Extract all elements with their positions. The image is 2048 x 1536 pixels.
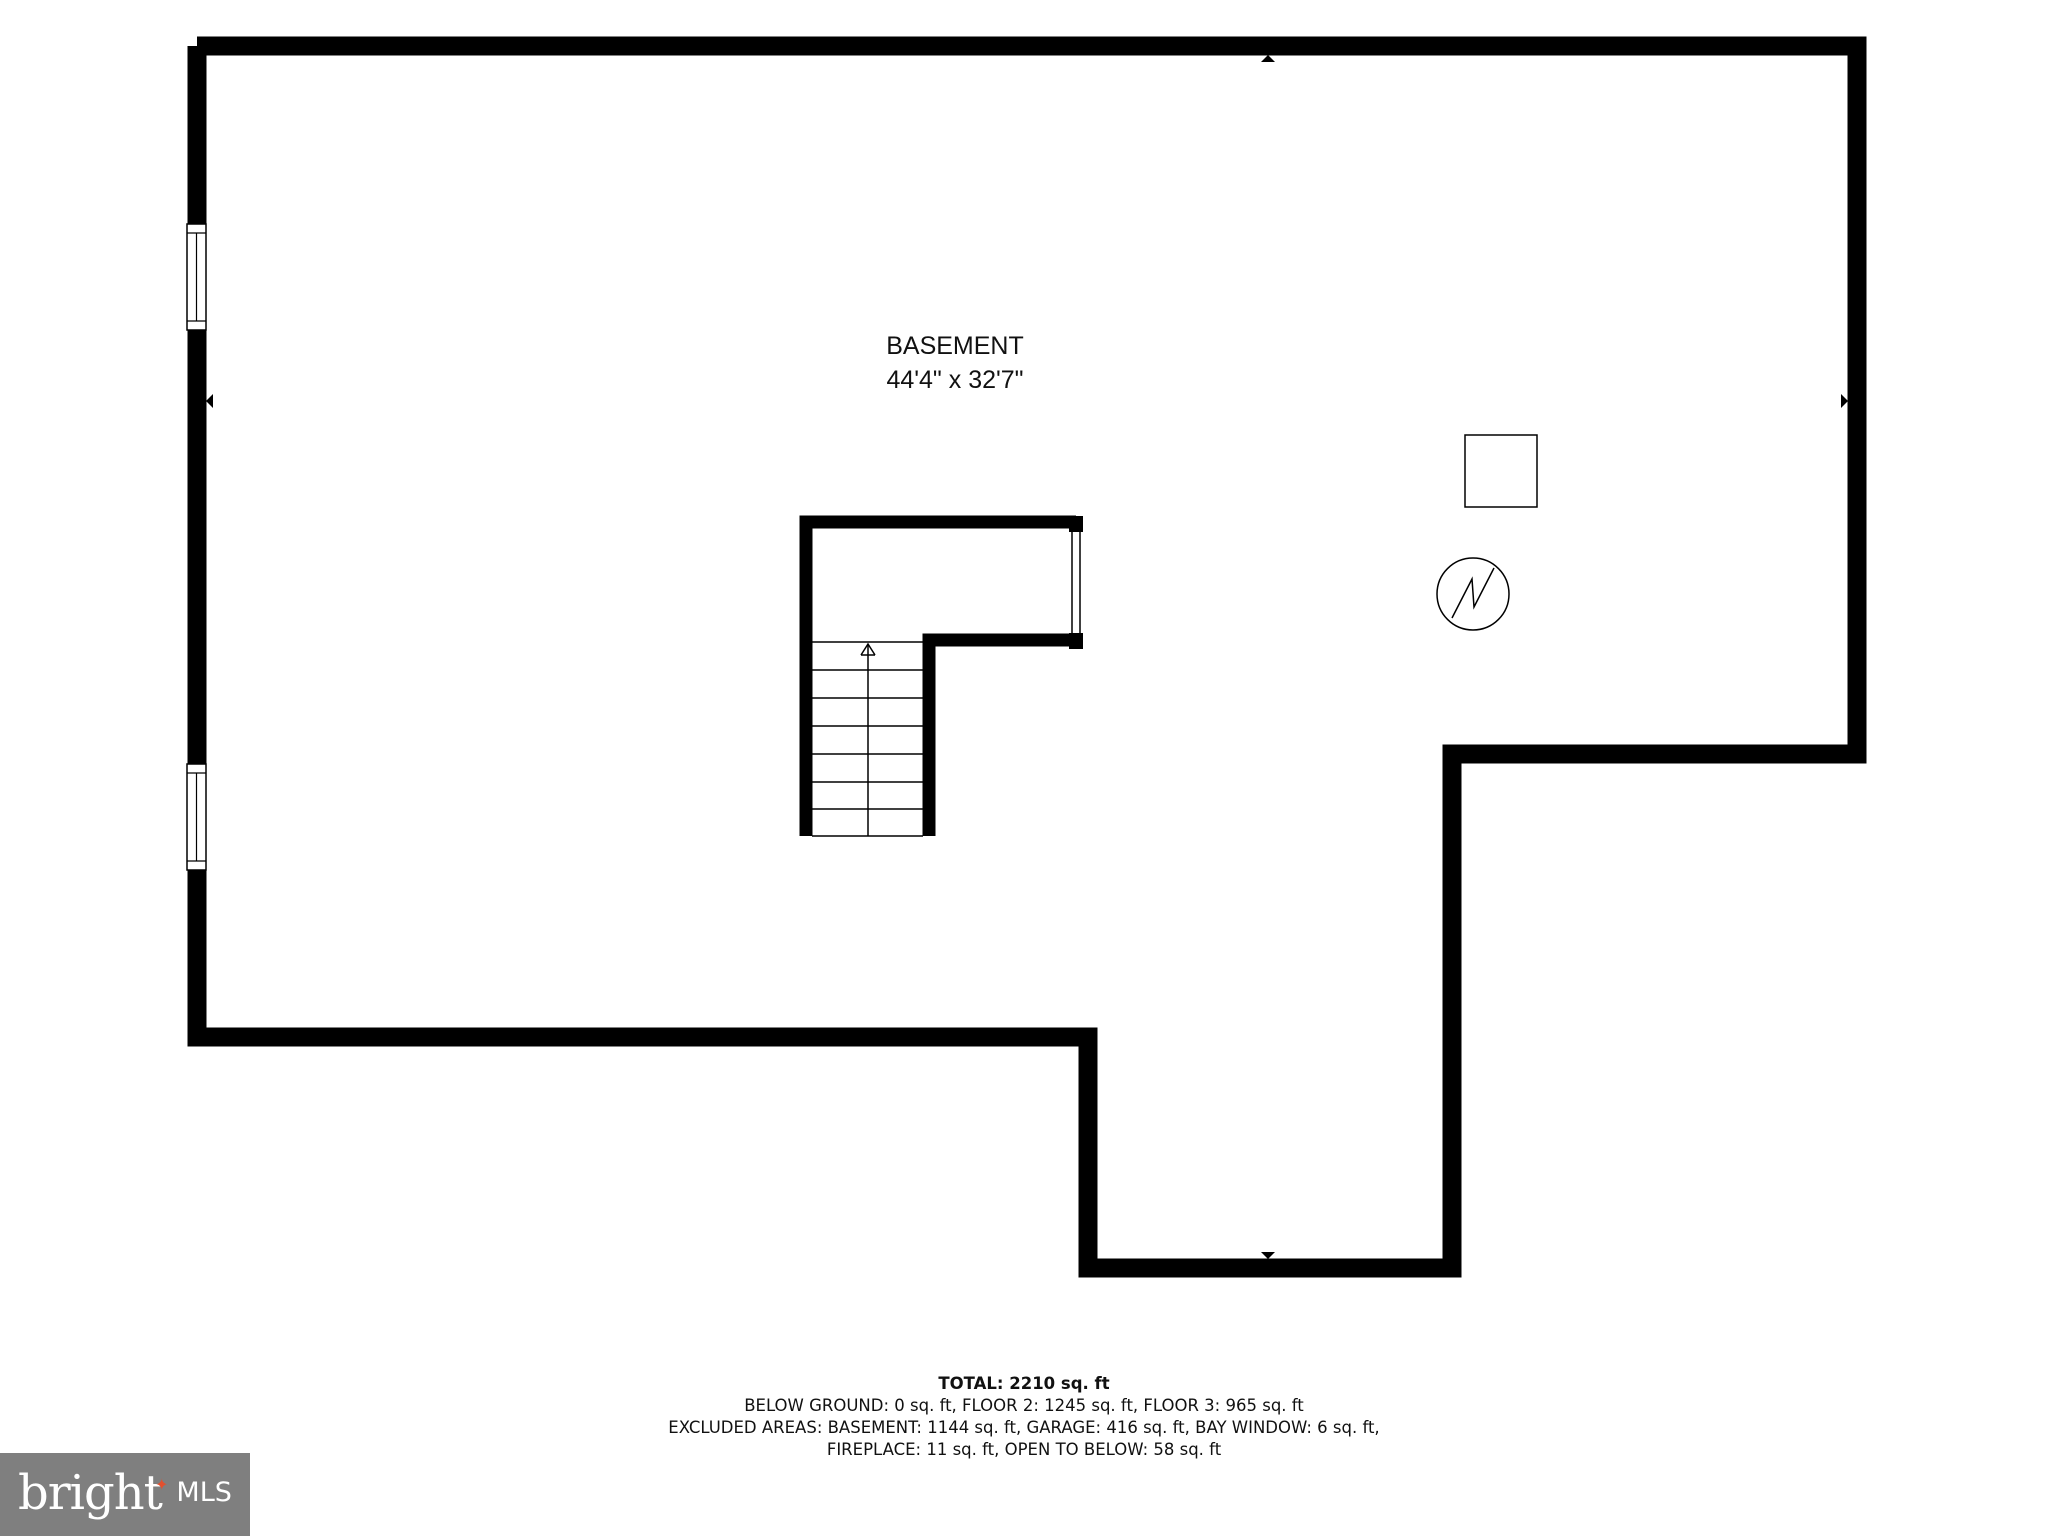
excluded-areas-continued: FIREPLACE: 11 sq. ft, OPEN TO BELOW: 58 … — [826, 1440, 1222, 1459]
window-opening-icon — [186, 763, 207, 871]
square-fixture-icon — [1464, 434, 1538, 508]
triangle-marker-icon — [1261, 1252, 1275, 1259]
window-opening-icon — [186, 223, 207, 331]
triangle-marker-icon — [1841, 394, 1848, 408]
total-area: TOTAL: 2210 sq. ft — [938, 1374, 1110, 1393]
triangle-marker-icon — [206, 394, 213, 408]
spark-icon: ✦ — [155, 1477, 169, 1494]
logo-brand: bright — [18, 1465, 163, 1521]
floor-areas: BELOW GROUND: 0 sq. ft, FLOOR 2: 1245 sq… — [744, 1396, 1304, 1415]
room-name: BASEMENT — [886, 332, 1024, 360]
exterior-walls — [187, 36, 1867, 1278]
water-heater-icon — [1436, 557, 1510, 631]
area-summary: TOTAL: 2210 sq. ft BELOW GROUND: 0 sq. f… — [0, 1373, 2048, 1461]
arrow-up-icon — [860, 642, 876, 836]
bright-mls-logo: bright ✦ MLS — [0, 1453, 250, 1536]
triangle-marker-icon — [1261, 55, 1275, 62]
stair-enclosure — [799, 515, 1083, 836]
room-dimensions: 44'4" x 32'7" — [886, 366, 1023, 394]
excluded-areas: EXCLUDED AREAS: BASEMENT: 1144 sq. ft, G… — [668, 1418, 1380, 1437]
logo-suffix: MLS — [176, 1477, 232, 1508]
logo-text: bright ✦ MLS — [18, 1467, 232, 1519]
